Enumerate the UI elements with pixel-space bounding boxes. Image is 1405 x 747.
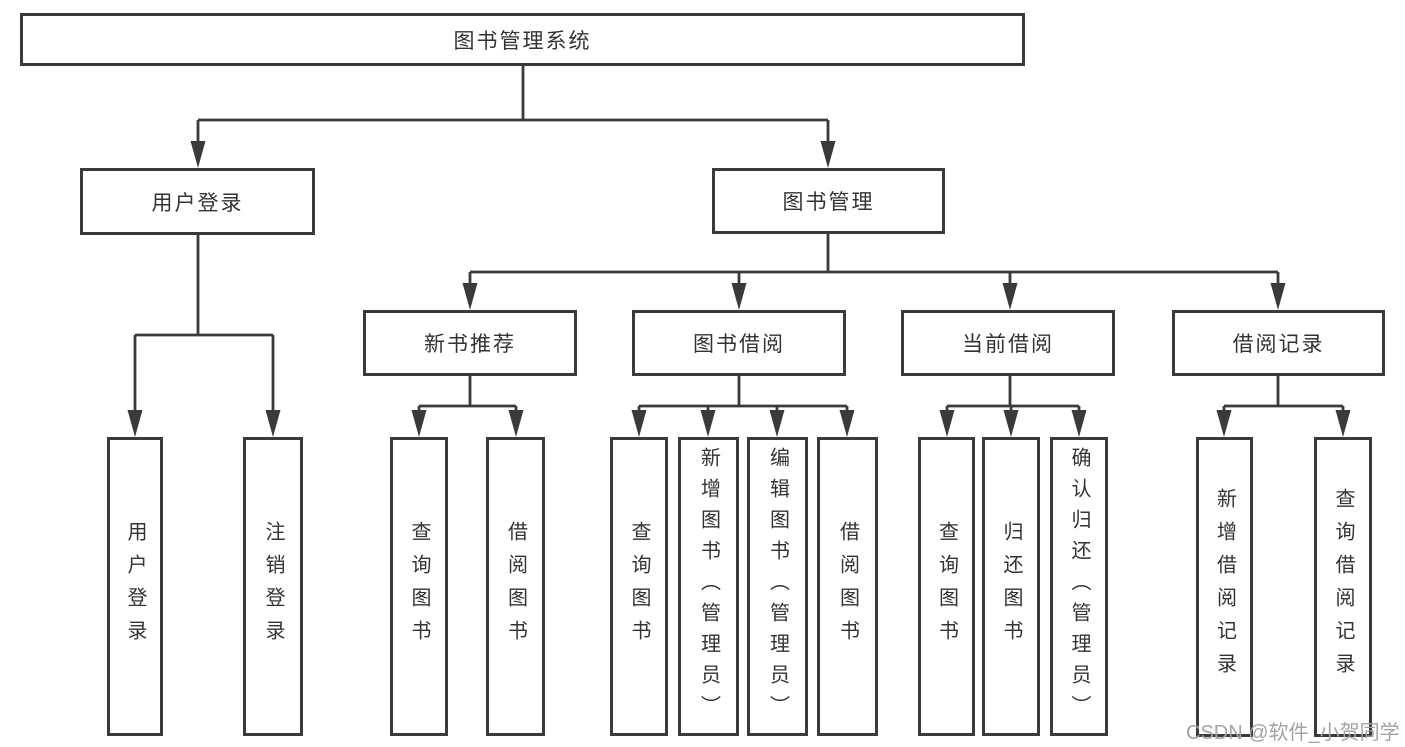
node-current-borrowing: 当前借阅 — [901, 310, 1115, 376]
connector-bookborrow-to-leaves — [637, 376, 849, 421]
arrow-icon — [508, 410, 524, 437]
connector-newbookrec-to-leaves — [417, 376, 518, 421]
arrow-icon — [127, 410, 143, 437]
leaf-current-return-books: 归还图书 — [982, 437, 1040, 736]
leaf-current-query-books: 查询图书 — [918, 437, 975, 736]
connector-bookmgmt-to-level3 — [468, 234, 1280, 294]
node-borrow-records: 借阅记录 — [1172, 310, 1385, 376]
leaf-borrowing-add-books-admin: 新增图书（管理员） — [678, 437, 739, 736]
leaf-borrowing-borrow-books: 借阅图书 — [817, 437, 878, 736]
connector-borrowrecord-to-leaves — [1222, 376, 1345, 421]
watermark: CSDN @软件_小贺同学 — [1186, 722, 1400, 744]
connector-root-to-level2 — [196, 66, 830, 152]
arrow-icon — [1216, 410, 1232, 437]
leaf-user-login: 用户登录 — [107, 437, 163, 736]
arrow-icon — [1002, 283, 1018, 310]
connector-userlogin-to-leaves — [133, 235, 275, 421]
arrow-icon — [731, 283, 747, 310]
leaf-logout: 注销登录 — [243, 437, 303, 736]
node-user-login: 用户登录 — [80, 168, 315, 235]
leaf-borrowing-edit-books-admin: 编辑图书（管理员） — [747, 437, 808, 736]
arrow-icon — [265, 410, 281, 437]
leaf-records-add-borrow-record: 新增借阅记录 — [1196, 437, 1253, 737]
leaf-recommend-query-books: 查询图书 — [390, 437, 448, 736]
leaf-borrowing-query-books: 查询图书 — [610, 437, 668, 736]
arrow-icon — [631, 410, 647, 437]
arrow-icon — [1270, 283, 1286, 310]
arrow-icon — [1335, 410, 1351, 437]
leaf-recommend-borrow-books: 借阅图书 — [486, 437, 545, 736]
arrow-icon — [1071, 410, 1087, 437]
arrow-icon — [462, 283, 478, 310]
arrow-icon — [839, 410, 855, 437]
leaf-records-query-borrow-record: 查询借阅记录 — [1314, 437, 1372, 737]
node-book-borrowing: 图书借阅 — [632, 310, 846, 376]
arrow-icon — [190, 141, 206, 168]
arrowheads — [127, 141, 1351, 437]
arrow-icon — [700, 410, 716, 437]
node-root-system: 图书管理系统 — [20, 13, 1025, 66]
arrow-icon — [411, 410, 427, 437]
node-new-book-recommend: 新书推荐 — [363, 310, 577, 376]
leaf-current-confirm-return-admin: 确认归还（管理员） — [1050, 437, 1108, 736]
arrow-icon — [1003, 410, 1019, 437]
arrow-icon — [769, 410, 785, 437]
node-book-management: 图书管理 — [712, 168, 945, 234]
arrow-icon — [820, 141, 836, 168]
arrow-icon — [939, 410, 955, 437]
